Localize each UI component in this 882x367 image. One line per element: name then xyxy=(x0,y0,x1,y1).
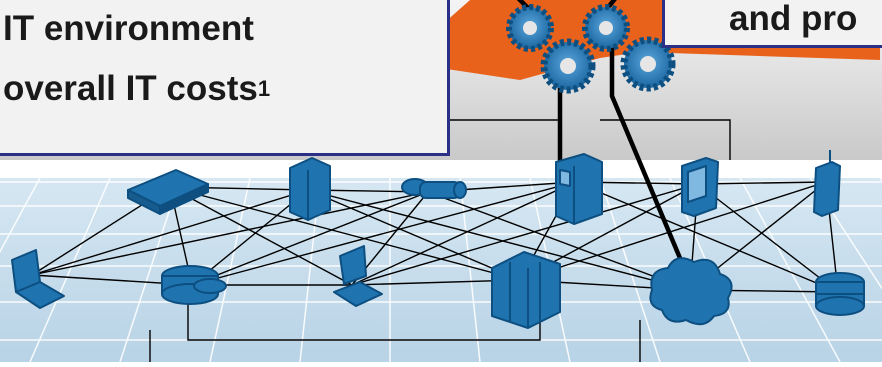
network-links xyxy=(31,119,839,362)
gear-icon xyxy=(582,4,630,52)
callout-box-right: and pro xyxy=(662,0,882,48)
tower-server-icon xyxy=(289,157,331,221)
gear-icon xyxy=(506,4,554,52)
callout-box-left: IT environment overall IT costs1 xyxy=(0,0,450,156)
cloud-icon xyxy=(649,257,733,326)
callout-line-partial: and pro xyxy=(729,0,858,38)
router-icon xyxy=(127,169,209,215)
mobile-phone-icon xyxy=(813,150,841,217)
cabinet-server-icon xyxy=(555,153,603,225)
database-stack-icon xyxy=(161,265,227,305)
callout-costs-text: overall IT costs xyxy=(3,69,258,108)
rack-server-icon xyxy=(491,251,561,329)
disk-storage-icon xyxy=(815,272,865,316)
laptop-icon xyxy=(11,249,65,309)
pipe-connector-icon xyxy=(401,178,467,199)
gear-icon xyxy=(620,36,676,92)
gear-icon xyxy=(540,38,596,94)
footnote-marker: 1 xyxy=(257,76,271,101)
callout-line-environment: IT environment xyxy=(3,9,254,48)
pda-icon xyxy=(681,157,719,217)
callout-line-costs: overall IT costs1 xyxy=(3,69,270,109)
workstation-icon xyxy=(333,245,383,307)
